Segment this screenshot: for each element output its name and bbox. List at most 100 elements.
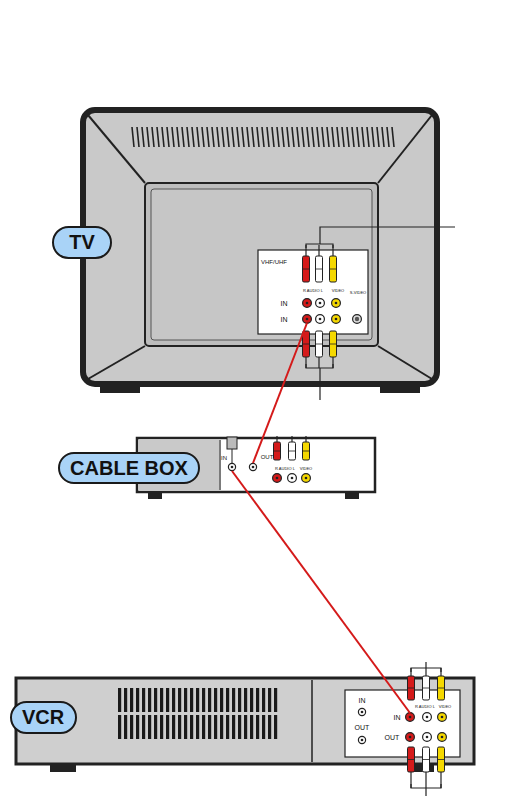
plug-ring bbox=[330, 269, 337, 270]
jack-center bbox=[441, 736, 444, 739]
tv-edge bbox=[378, 346, 432, 379]
plug-ring bbox=[303, 344, 310, 345]
plug-ring bbox=[408, 759, 415, 760]
vent-slot bbox=[237, 127, 239, 147]
vent-slot bbox=[177, 127, 179, 147]
vent-slat bbox=[214, 715, 217, 739]
jack-ring bbox=[302, 474, 311, 483]
jack bbox=[353, 315, 362, 324]
jack bbox=[316, 299, 325, 308]
vent-slat bbox=[256, 715, 259, 739]
vent-slat bbox=[118, 715, 121, 739]
vent-slat bbox=[184, 688, 187, 712]
plug-wire bbox=[318, 357, 319, 368]
tv-edge bbox=[378, 115, 432, 183]
jack-center bbox=[335, 318, 338, 321]
jack-center bbox=[426, 736, 429, 739]
jack-label: VIDEO bbox=[439, 705, 451, 709]
vent-slot bbox=[262, 127, 264, 147]
vent-slat bbox=[142, 688, 145, 712]
jack bbox=[423, 713, 432, 722]
plug-wire bbox=[332, 245, 333, 256]
vent-slot bbox=[387, 127, 389, 147]
plug-body bbox=[438, 747, 445, 772]
vent-slot bbox=[312, 127, 314, 147]
vent-slot bbox=[217, 127, 219, 147]
vent-slot bbox=[327, 127, 329, 147]
vent-slot bbox=[267, 127, 269, 147]
cable-box-divider bbox=[219, 440, 220, 490]
device-name: CABLE BOX bbox=[70, 458, 188, 478]
rca-plug bbox=[303, 245, 310, 282]
jack-ring bbox=[438, 733, 447, 742]
vent-slat bbox=[202, 688, 205, 712]
vent-slat bbox=[232, 688, 235, 712]
plug-ring bbox=[423, 759, 430, 760]
vcr-divider bbox=[311, 680, 313, 762]
plug-wire bbox=[410, 668, 411, 676]
jack bbox=[302, 474, 311, 483]
vent-slot bbox=[222, 127, 224, 147]
vent-slot bbox=[317, 127, 319, 147]
vent-slot bbox=[152, 127, 154, 147]
plug-wire bbox=[305, 357, 306, 368]
jack-label: R AUDIO L bbox=[415, 705, 435, 709]
jack-center bbox=[252, 466, 255, 469]
vent-slat bbox=[220, 688, 223, 712]
vent-slot bbox=[232, 127, 234, 147]
vent-slat bbox=[130, 688, 133, 712]
jack-center bbox=[361, 711, 364, 714]
vent-slot bbox=[207, 127, 209, 147]
vent-slat bbox=[190, 688, 193, 712]
vent-slot bbox=[192, 127, 194, 147]
jack-label: R AUDIO L bbox=[275, 467, 295, 471]
vent-slot bbox=[172, 127, 174, 147]
vent-slot bbox=[342, 127, 344, 147]
vent-slot bbox=[167, 127, 169, 147]
jack-label: IN bbox=[281, 300, 288, 307]
jack-label: VIDEO bbox=[332, 289, 344, 293]
vent-slot bbox=[157, 127, 159, 147]
plug-wire bbox=[291, 436, 292, 442]
vent-slot bbox=[362, 127, 364, 147]
tv-cabinet bbox=[83, 110, 437, 384]
vent-slat bbox=[274, 715, 277, 739]
callout-bracket bbox=[306, 364, 333, 400]
vent-slat bbox=[268, 715, 271, 739]
plug-body bbox=[408, 747, 415, 772]
coax-plug bbox=[227, 437, 237, 449]
jack-ring bbox=[358, 708, 365, 715]
plug-body bbox=[330, 331, 337, 357]
coax-cable bbox=[232, 471, 410, 713]
vent-slot bbox=[182, 127, 184, 147]
rca-plug bbox=[423, 668, 430, 700]
plug-wire bbox=[425, 772, 426, 788]
vent-slat bbox=[190, 715, 193, 739]
vent-slat bbox=[226, 715, 229, 739]
plug-wire bbox=[276, 436, 277, 442]
rca-plug bbox=[408, 668, 415, 700]
plug-body bbox=[423, 676, 430, 700]
vent-slat bbox=[118, 688, 121, 712]
jack-ring bbox=[228, 463, 235, 470]
vent-slat bbox=[148, 715, 151, 739]
vent-slot bbox=[337, 127, 339, 147]
jack-center bbox=[306, 302, 309, 305]
vent-slot bbox=[162, 127, 164, 147]
plug-body bbox=[408, 676, 415, 700]
vent-slot bbox=[212, 127, 214, 147]
plug-ring bbox=[330, 344, 337, 345]
jack-center bbox=[291, 477, 294, 480]
jack-label: IN bbox=[394, 714, 401, 721]
tv-back-panel bbox=[145, 183, 378, 346]
jack bbox=[406, 733, 415, 742]
vent-slat bbox=[124, 688, 127, 712]
jack-ring bbox=[273, 474, 282, 483]
plug-body bbox=[303, 331, 310, 357]
vent-slot bbox=[242, 127, 244, 147]
rca-plug bbox=[438, 668, 445, 700]
jack-label: S-VIDEO bbox=[350, 291, 366, 295]
jack bbox=[303, 315, 312, 324]
plug-wire bbox=[318, 245, 319, 256]
